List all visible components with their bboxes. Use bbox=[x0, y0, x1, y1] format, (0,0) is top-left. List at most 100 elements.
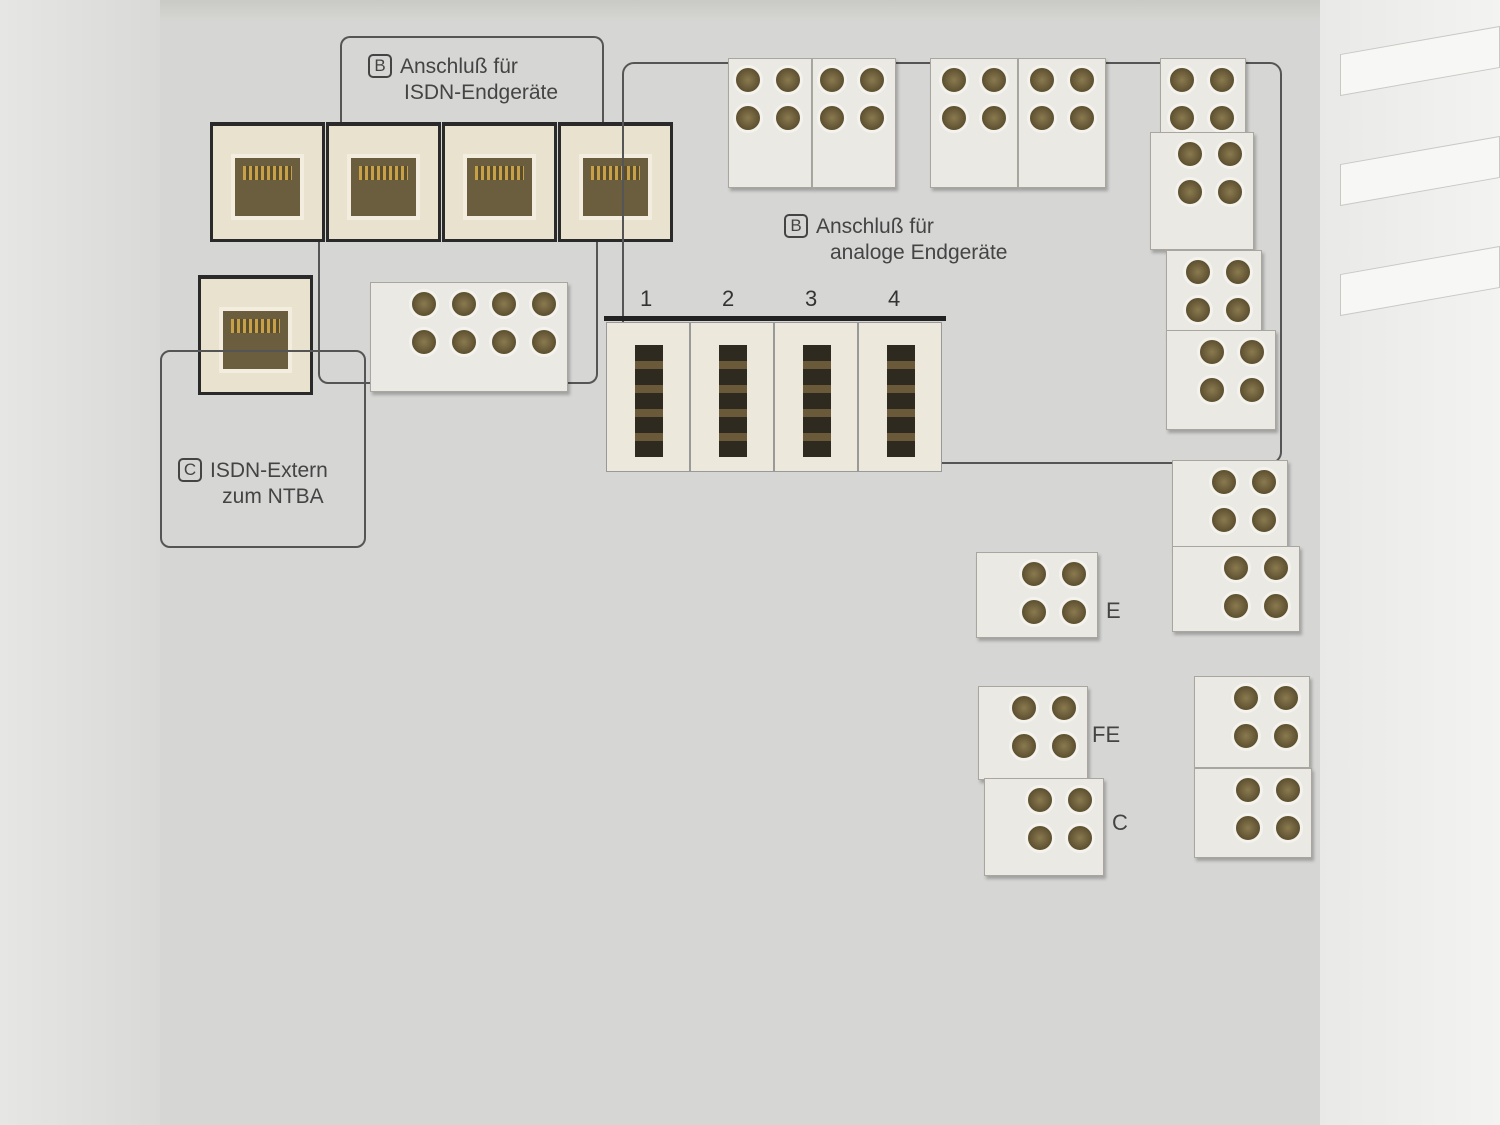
screw-terminal-block[interactable] bbox=[812, 58, 896, 188]
screw-terminal-block[interactable] bbox=[1150, 132, 1254, 250]
screw-terminal-block[interactable] bbox=[976, 552, 1098, 638]
screw-icon bbox=[1027, 103, 1057, 133]
screw-icon bbox=[1249, 467, 1279, 497]
screw-icon bbox=[1019, 559, 1049, 589]
screw-terminal-block[interactable] bbox=[978, 686, 1088, 780]
screw-icon bbox=[489, 289, 519, 319]
port-number: 1 bbox=[640, 286, 653, 311]
screw-icon bbox=[1067, 65, 1097, 95]
screw-icon bbox=[1009, 693, 1039, 723]
screw-icon bbox=[979, 65, 1009, 95]
badge-c: C bbox=[178, 458, 202, 482]
screw-icon bbox=[449, 327, 479, 357]
screw-icon bbox=[1197, 337, 1227, 367]
screw-icon bbox=[733, 65, 763, 95]
screw-terminal-block[interactable] bbox=[728, 58, 812, 188]
tae-strip-top bbox=[604, 316, 946, 321]
screw-icon bbox=[1237, 337, 1267, 367]
screw-icon bbox=[1215, 139, 1245, 169]
screw-icon bbox=[449, 289, 479, 319]
screw-icon bbox=[1231, 683, 1261, 713]
screw-icon bbox=[1271, 721, 1301, 751]
screw-icon bbox=[1175, 177, 1205, 207]
tae-socket-3[interactable] bbox=[774, 322, 858, 472]
screw-icon bbox=[1065, 785, 1095, 815]
screw-icon bbox=[409, 289, 439, 319]
screw-icon bbox=[1249, 505, 1279, 535]
screw-icon bbox=[773, 65, 803, 95]
screw-icon bbox=[1183, 295, 1213, 325]
screw-icon bbox=[1027, 65, 1057, 95]
screw-terminal-block[interactable] bbox=[984, 778, 1104, 876]
screw-terminal-block[interactable] bbox=[930, 58, 1018, 188]
screw-icon bbox=[979, 103, 1009, 133]
screw-icon bbox=[1009, 731, 1039, 761]
screw-icon bbox=[1231, 721, 1261, 751]
screw-icon bbox=[1209, 467, 1239, 497]
label-line: ISDN-Endgeräte bbox=[404, 81, 559, 104]
rj45-jack-isdn-3[interactable] bbox=[442, 122, 557, 242]
screw-icon bbox=[857, 65, 887, 95]
screw-icon bbox=[1067, 103, 1097, 133]
screw-terminal-block[interactable] bbox=[1166, 330, 1276, 430]
screw-icon bbox=[773, 103, 803, 133]
screw-terminal-block[interactable] bbox=[1172, 460, 1288, 550]
screw-icon bbox=[1261, 591, 1291, 621]
port-number: 3 bbox=[805, 286, 818, 311]
tae-socket-1[interactable] bbox=[606, 322, 690, 472]
terminal-label-e: E bbox=[1106, 598, 1121, 623]
isdn-label-frame bbox=[340, 36, 604, 146]
tae-socket-4[interactable] bbox=[858, 322, 942, 472]
screw-icon bbox=[1175, 139, 1205, 169]
screw-terminal-block[interactable] bbox=[370, 282, 568, 392]
rj45-jack-isdn-1[interactable] bbox=[210, 122, 325, 242]
label-line: analoge Endgeräte bbox=[830, 241, 1008, 264]
label-line: Anschluß für bbox=[400, 55, 518, 78]
terminal-label-c: C bbox=[1112, 810, 1128, 835]
screw-terminal-block[interactable] bbox=[1166, 250, 1262, 338]
screw-terminal-block[interactable] bbox=[1018, 58, 1106, 188]
rj45-jack-isdn-4[interactable] bbox=[558, 122, 673, 242]
screw-icon bbox=[1059, 597, 1089, 627]
panel-left-edge bbox=[0, 0, 160, 1125]
screw-icon bbox=[733, 103, 763, 133]
port-number: 4 bbox=[888, 286, 901, 311]
screw-terminal-block[interactable] bbox=[1172, 546, 1300, 632]
screw-icon bbox=[1207, 103, 1237, 133]
screw-icon bbox=[1049, 693, 1079, 723]
screw-icon bbox=[939, 65, 969, 95]
screw-icon bbox=[1237, 375, 1267, 405]
screw-icon bbox=[1019, 597, 1049, 627]
screw-icon bbox=[1233, 813, 1263, 843]
screw-icon bbox=[1221, 591, 1251, 621]
screw-icon bbox=[1261, 553, 1291, 583]
screw-icon bbox=[1223, 257, 1253, 287]
screw-icon bbox=[1221, 553, 1251, 583]
label-line: ISDN-Extern bbox=[210, 459, 328, 482]
screw-icon bbox=[1183, 257, 1213, 287]
screw-terminal-block[interactable] bbox=[1194, 676, 1310, 768]
screw-icon bbox=[1233, 775, 1263, 805]
screw-icon bbox=[529, 327, 559, 357]
screw-icon bbox=[857, 103, 887, 133]
screw-icon bbox=[529, 289, 559, 319]
screw-icon bbox=[1215, 177, 1245, 207]
tae-socket-2[interactable] bbox=[690, 322, 774, 472]
rj45-jack-ntba[interactable] bbox=[198, 275, 313, 395]
screw-icon bbox=[409, 327, 439, 357]
screw-icon bbox=[1025, 785, 1055, 815]
screw-icon bbox=[1025, 823, 1055, 853]
screw-icon bbox=[1207, 65, 1237, 95]
screw-icon bbox=[817, 65, 847, 95]
port-number: 2 bbox=[722, 286, 735, 311]
screw-icon bbox=[1223, 295, 1253, 325]
screw-icon bbox=[1167, 65, 1197, 95]
screw-icon bbox=[1059, 559, 1089, 589]
screw-terminal-block[interactable] bbox=[1194, 768, 1312, 858]
screw-icon bbox=[1049, 731, 1079, 761]
terminal-label-fe: FE bbox=[1092, 722, 1121, 747]
rj45-jack-isdn-2[interactable] bbox=[326, 122, 441, 242]
